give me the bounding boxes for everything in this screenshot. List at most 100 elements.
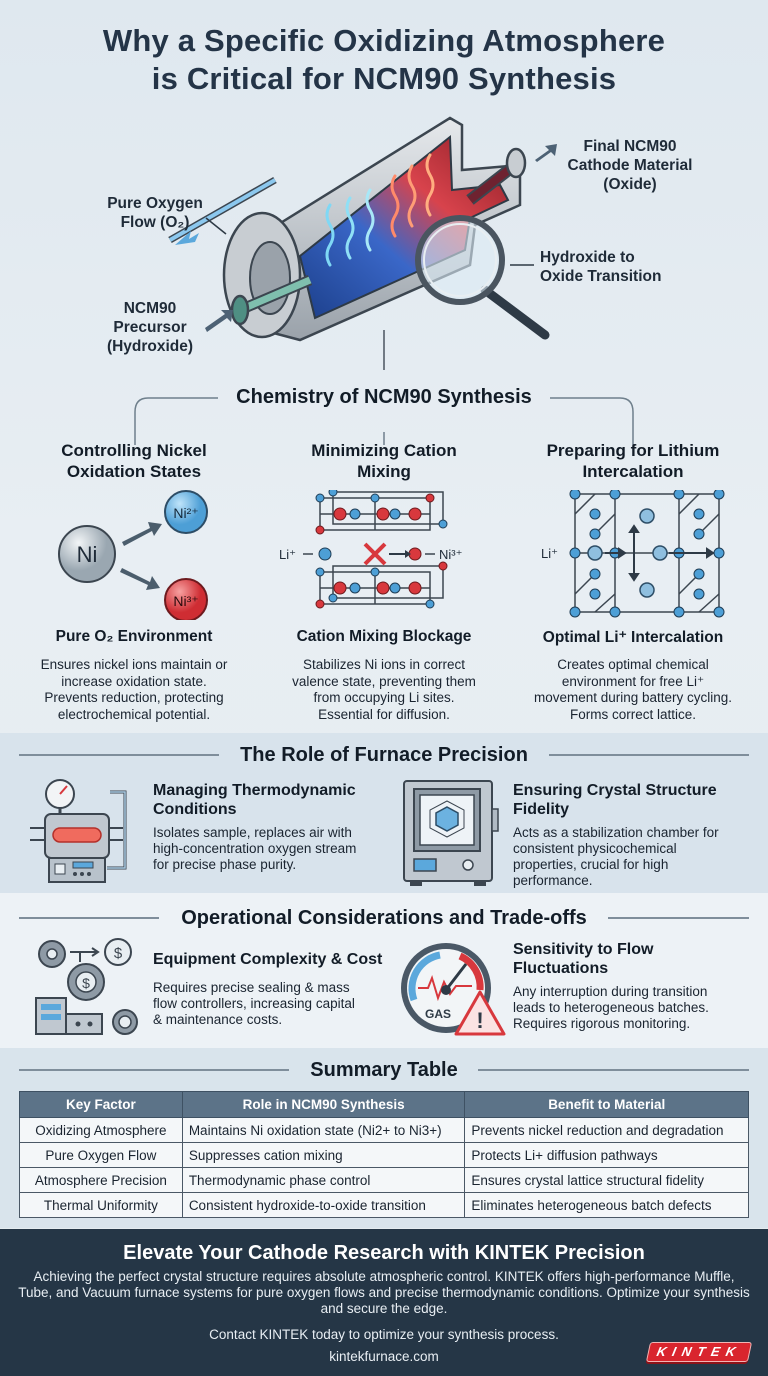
title-line-2: is Critical for NCM90 Synthesis [151, 61, 617, 96]
hero-illustration: Pure Oxygen Flow (O₂) NCM90 Precursor (H… [0, 110, 768, 370]
desc-line: performance. [513, 873, 593, 888]
desc-line: for precise phase purity. [153, 857, 297, 872]
furnace-item-2-title: Ensuring Crystal Structure Fidelity [513, 781, 717, 819]
desc-line: Prevents reduction, protecting [44, 690, 224, 705]
table-cell: Protects Li+ diffusion pathways [464, 1142, 749, 1168]
chem-col-2-desc: Stabilizes Ni ions in correct valence st… [259, 657, 509, 723]
page-title: Why a Specific Oxidizing Atmosphere is C… [0, 22, 768, 98]
desc-line: valence state, preventing them [292, 673, 476, 689]
label-line: Oxide Transition [540, 268, 662, 285]
desc-line: Ensures nickel ions maintain or [40, 657, 228, 672]
table-cell: Pure Oxygen Flow [19, 1142, 183, 1168]
chem-col-2-subtitle: Cation Mixing Blockage [296, 628, 472, 645]
column-header: Benefit to Material [464, 1091, 749, 1118]
desc-line: Any interruption during transition [513, 984, 708, 999]
desc-line: leads to heterogeneous batches. [513, 1000, 709, 1015]
chem-col-1-subtitle: Pure O₂ Environment [55, 628, 213, 645]
chem-col-1-title: Controlling Nickel Oxidation States [14, 440, 254, 482]
chemistry-heading: Chemistry of NCM90 Synthesis [236, 386, 532, 408]
label-hydroxide-oxide-transition: Hydroxide to Oxide Transition [540, 248, 700, 286]
label-final-ncm90-cathode: Final NCM90 Cathode Material (Oxide) [555, 137, 705, 194]
furnace-item-1-title: Managing Thermodynamic Conditions [153, 781, 356, 819]
magnifying-glass-icon [415, 215, 550, 340]
divider-line [608, 917, 749, 919]
svg-text:Ni³⁺: Ni³⁺ [439, 547, 462, 562]
chem-col-3-desc: Creates optimal chemical environment for… [508, 657, 758, 723]
title-line: Mixing [357, 462, 411, 481]
desc-line: Requires precise sealing & mass [153, 980, 350, 995]
table-cell: Atmosphere Precision [19, 1167, 183, 1193]
desc-line: flow controllers, increasing capital [153, 996, 355, 1011]
table-row: Oxidizing Atmosphere Maintains Ni oxidat… [19, 1117, 749, 1143]
tube-furnace-icon [30, 779, 127, 883]
label-line: Hydroxide to [540, 249, 635, 266]
operations-item-2-desc: Any interruption during transition leads… [513, 984, 709, 1032]
tube-furnace-cutaway-icon [168, 116, 557, 370]
desc-line: consistent physicochemical [513, 841, 677, 856]
title-line: Oxidation States [66, 462, 202, 481]
table-cell: Thermal Uniformity [19, 1192, 183, 1218]
table-row: Thermal Uniformity Consistent hydroxide-… [19, 1192, 749, 1218]
label-line: Precursor [113, 319, 187, 336]
label-pure-oxygen-flow: Pure Oxygen Flow (O₂) [100, 194, 210, 232]
furnace-precision-section [0, 733, 768, 893]
divider-line [478, 1069, 749, 1071]
desc-line: high-concentration oxygen stream [153, 841, 357, 856]
desc-line: Requires rigorous monitoring. [513, 1016, 691, 1031]
column-header: Role in NCM90 Synthesis [181, 1091, 466, 1118]
table-cell: Maintains Ni oxidation state (Ni2+ to Ni… [181, 1117, 466, 1143]
desc-line: properties, crucial for high [513, 857, 669, 872]
title-line: Controlling Nickel [61, 441, 207, 460]
svg-text:Ni³⁺: Ni³⁺ [173, 593, 198, 609]
label-line: Cathode Material [567, 157, 693, 174]
desc-line: Stabilizes Ni ions in correct [302, 657, 466, 672]
desc-line: increase oxidation state. [61, 673, 207, 689]
title-line: Managing Thermodynamic [153, 782, 356, 799]
svg-text:!: ! [476, 1008, 483, 1033]
table-cell: Ensures crystal lattice structural fidel… [464, 1167, 749, 1193]
summary-heading: Summary Table [310, 1059, 458, 1081]
divider-line [19, 754, 219, 756]
title-line: Preparing for Lithium [546, 441, 720, 460]
svg-text:Ni²⁺: Ni²⁺ [173, 505, 198, 521]
desc-line: & maintenance costs. [153, 1012, 283, 1027]
svg-text:$: $ [82, 975, 90, 991]
chamber-furnace-icon [403, 780, 499, 886]
desc-line: environment for free Li⁺ [561, 673, 705, 689]
svg-text:Ni: Ni [77, 542, 98, 567]
chem-col-3-title: Preparing for Lithium Intercalation [513, 440, 753, 482]
table-cell: Oxidizing Atmosphere [19, 1117, 183, 1143]
title-line: Minimizing Cation [311, 441, 457, 460]
svg-text:Li⁺: Li⁺ [541, 546, 558, 561]
operations-item-1-title: Equipment Complexity & Cost [153, 950, 382, 969]
table-cell: Consistent hydroxide-to-oxide transition [181, 1192, 466, 1218]
footer-cta: Contact KINTEK today to optimize your sy… [209, 1327, 559, 1342]
cta-footer: Elevate Your Cathode Research with KINTE… [0, 1229, 768, 1376]
table-row: Pure Oxygen Flow Suppresses cation mixin… [19, 1142, 749, 1168]
furnace-item-1-desc: Isolates sample, replaces air with high-… [153, 825, 356, 873]
operations-heading: Operational Considerations and Trade-off… [181, 907, 587, 929]
divider-line [19, 1069, 289, 1071]
table-cell: Eliminates heterogeneous batch defects [464, 1192, 749, 1218]
footer-url-link[interactable]: kintekfurnace.com [329, 1349, 439, 1364]
divider-line [549, 754, 749, 756]
title-line: Intercalation [582, 462, 684, 481]
operations-item-1-desc: Requires precise sealing & mass flow con… [153, 980, 355, 1028]
divider-line [19, 917, 159, 919]
label-line: Pure Oxygen [107, 195, 203, 212]
title-line: Equipment Complexity & Cost [153, 951, 383, 968]
svg-text:GAS: GAS [425, 1007, 451, 1021]
furnace-item-2-desc: Acts as a stabilization chamber for cons… [513, 825, 719, 889]
chemistry-connector-lines [134, 397, 634, 445]
table-cell: Thermodynamic phase control [181, 1167, 466, 1193]
label-line: (Hydroxide) [106, 338, 194, 355]
desc-line: from occupying Li sites. [313, 690, 455, 705]
desc-line: electrochemical potential. [57, 706, 211, 722]
title-line: Conditions [153, 801, 237, 818]
nickel-oxidation-icon: Ni Ni²⁺ Ni³⁺ [58, 490, 208, 620]
gas-gauge-warning-icon: GAS ! [401, 943, 506, 1036]
title-line: Sensitivity to Flow [513, 941, 654, 958]
label-line: Final NCM90 [583, 138, 677, 155]
desc-line: Acts as a stabilization chamber for [513, 825, 719, 840]
desc-line: Essential for diffusion. [318, 706, 450, 722]
